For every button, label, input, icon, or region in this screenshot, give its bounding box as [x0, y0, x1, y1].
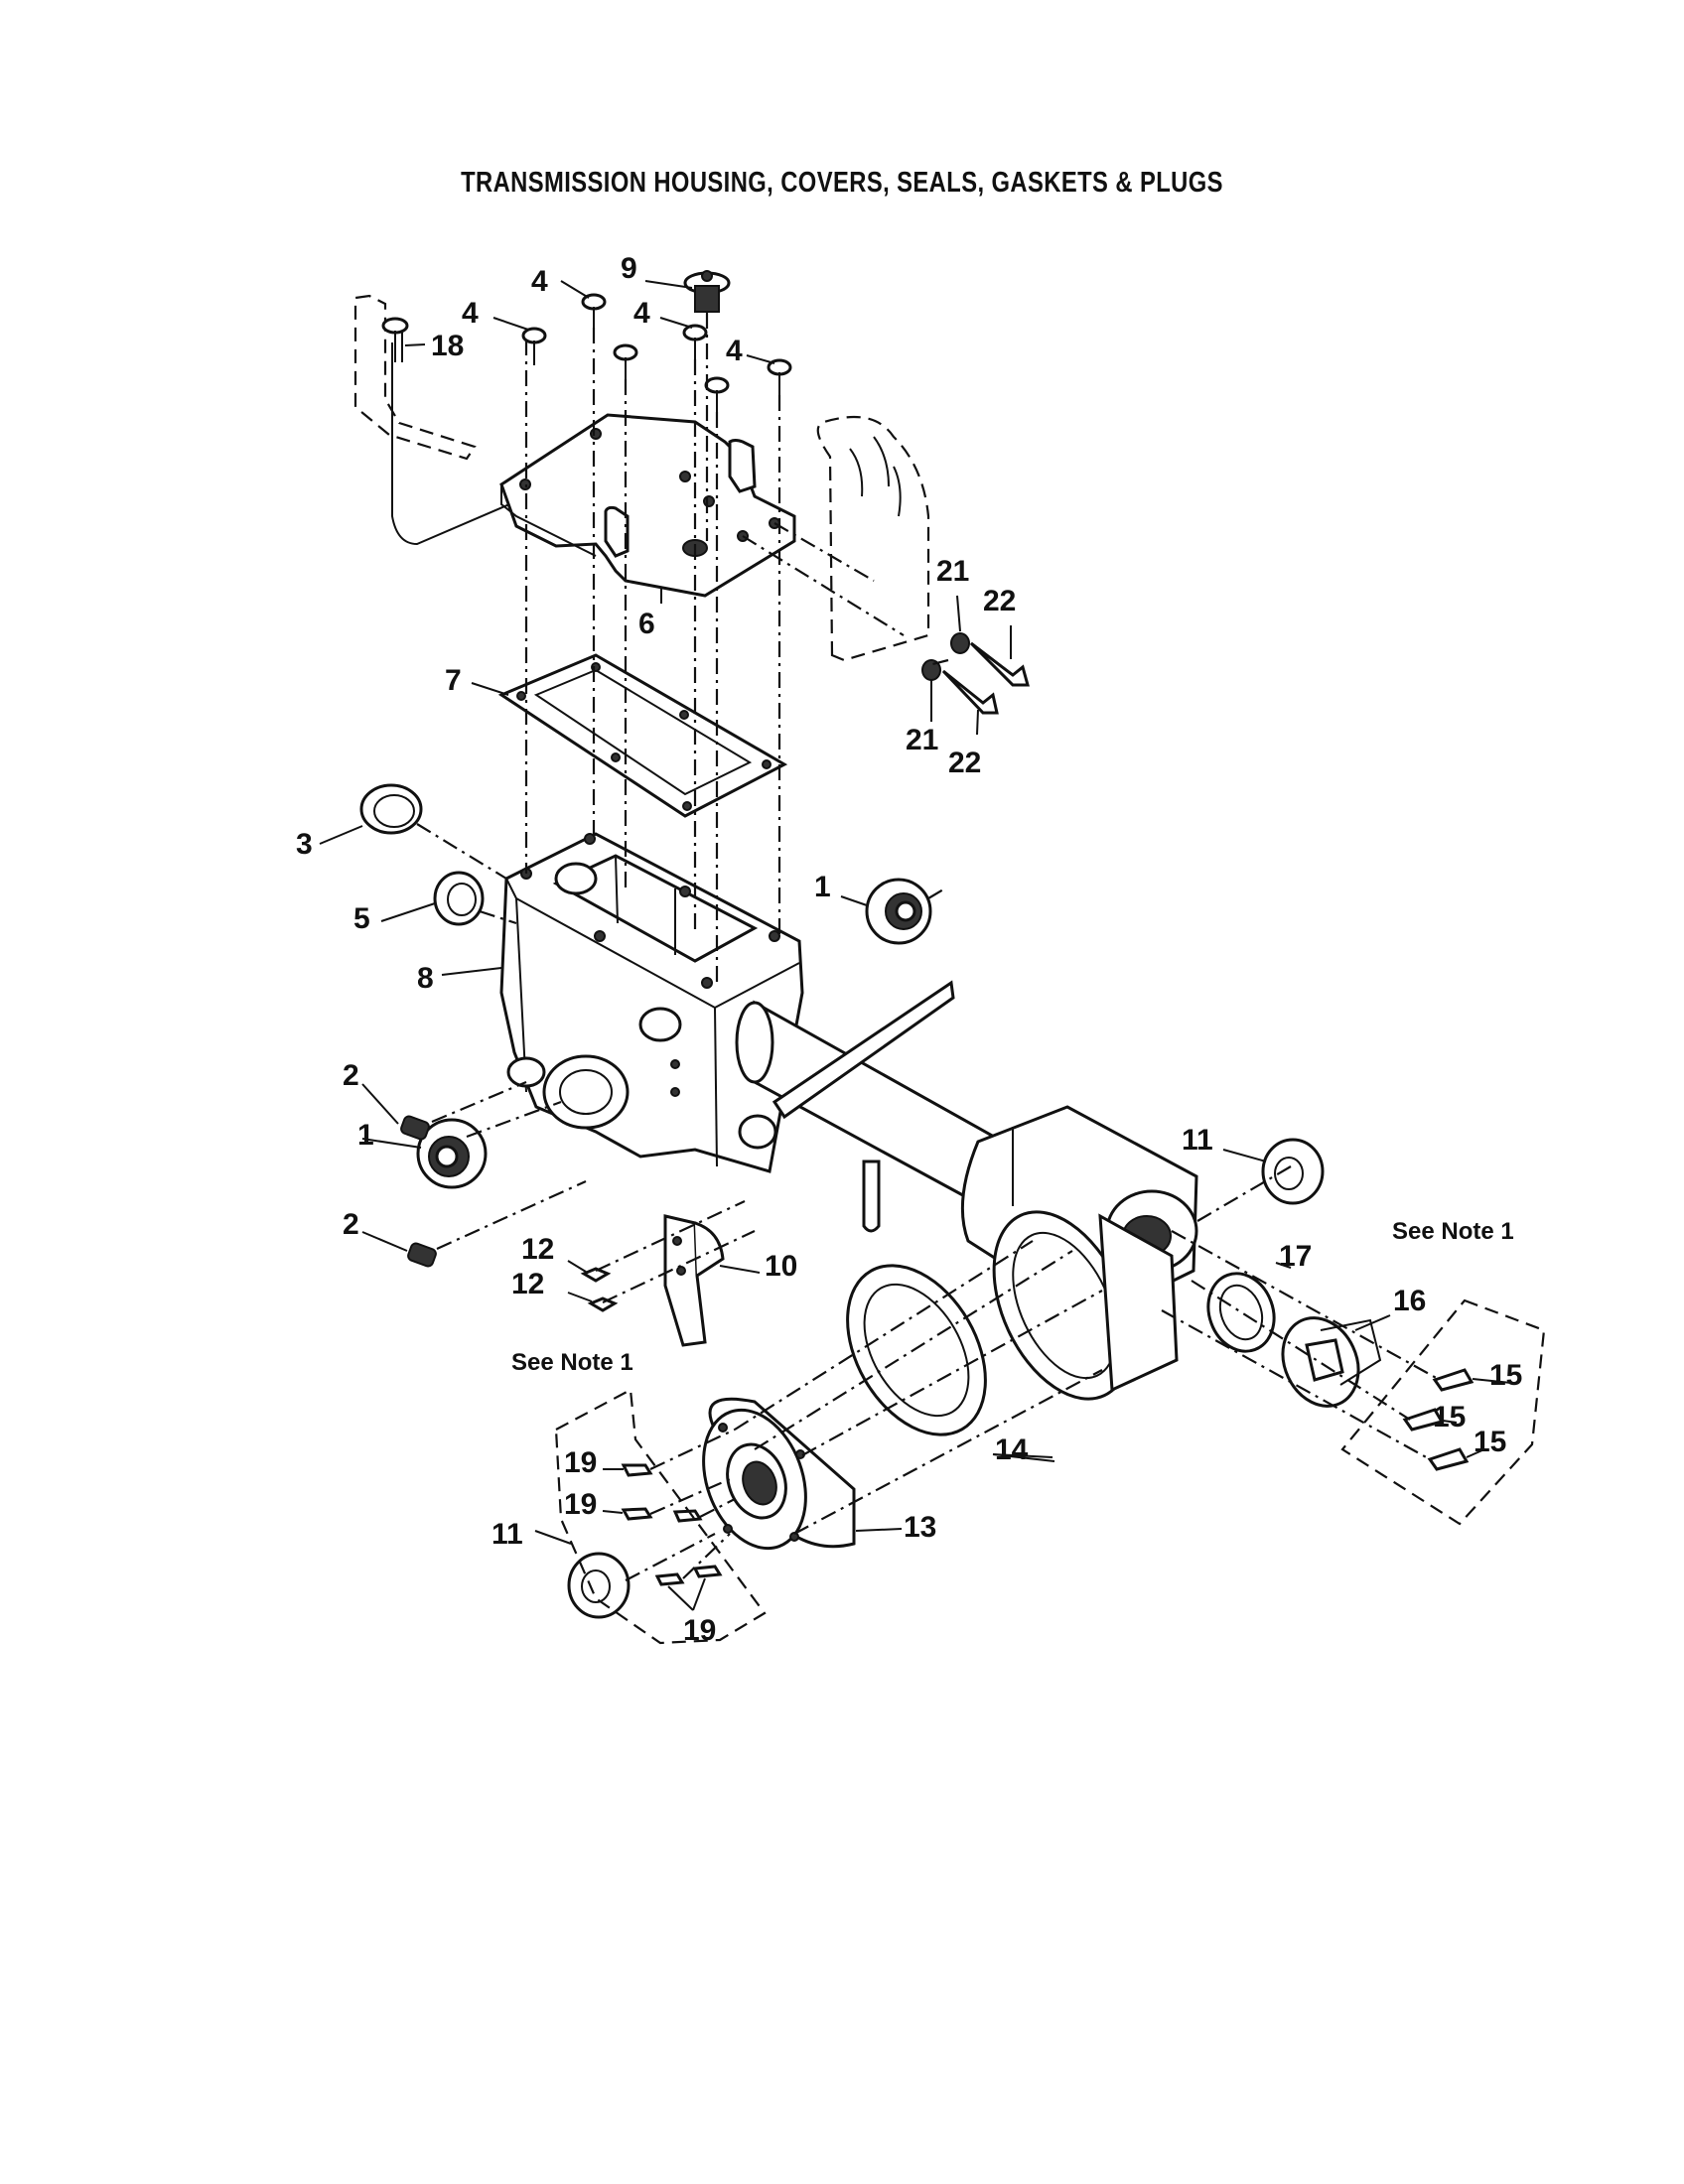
callout-3: 3 [296, 828, 313, 861]
breather-9 [683, 270, 731, 313]
callout-19: 19 [564, 1446, 597, 1479]
callout-6: 6 [638, 608, 655, 640]
callout-1: 1 [357, 1119, 374, 1152]
callout-13: 13 [904, 1511, 936, 1544]
bracket-outline-18 [353, 294, 517, 546]
screw-18 [381, 317, 409, 362]
washers-21 [921, 632, 970, 681]
callout-9: 9 [621, 252, 637, 285]
bearing-1-upper [865, 878, 932, 945]
seal-11-left [567, 1552, 631, 1619]
callout-21: 21 [936, 555, 969, 588]
screws-4 [521, 293, 792, 415]
seal-5 [433, 871, 485, 926]
callout-12: 12 [511, 1268, 544, 1300]
callout-12: 12 [521, 1233, 554, 1266]
explosion-lines [416, 313, 1441, 1581]
plug-2-lower [407, 1242, 437, 1268]
callout-4: 4 [633, 297, 650, 330]
callout-19: 19 [564, 1488, 597, 1521]
callout-11: 11 [491, 1518, 523, 1551]
seal-11-right [1261, 1138, 1325, 1205]
callout-15: 15 [1433, 1401, 1466, 1433]
note-label-left: See Note 1 [511, 1349, 633, 1376]
top-cover-6 [499, 413, 796, 598]
end-cover-13 [702, 1397, 856, 1551]
callout-10: 10 [765, 1250, 797, 1283]
callout-22: 22 [983, 585, 1016, 617]
callout-5: 5 [353, 902, 370, 935]
callout-15: 15 [1489, 1359, 1522, 1392]
callout-4: 4 [462, 297, 479, 330]
diagram-title: TRANSMISSION HOUSING, COVERS, SEALS, GAS… [461, 167, 1223, 199]
callout-11: 11 [1182, 1124, 1213, 1157]
callout-15: 15 [1474, 1426, 1506, 1458]
callout-7: 7 [445, 664, 462, 697]
callout-14: 14 [995, 1433, 1029, 1466]
callout-4: 4 [726, 335, 743, 367]
gasket-7 [497, 653, 788, 818]
transmission-housing-8 [499, 832, 804, 1173]
gasket-14 [846, 1264, 987, 1436]
callout-1: 1 [814, 871, 831, 903]
bolts-22 [941, 641, 1030, 715]
callout-2: 2 [343, 1208, 359, 1241]
callout-labels: 18 4 4 9 4 4 6 7 21 22 21 22 3 5 8 1 2 1… [296, 252, 1522, 1647]
callout-21: 21 [906, 724, 938, 756]
callout-19: 19 [683, 1614, 716, 1647]
note-box-left [554, 1388, 767, 1645]
screws-15 [1402, 1368, 1474, 1471]
callout-17: 17 [1279, 1240, 1312, 1273]
screws-12 [580, 1267, 619, 1312]
gasket-17 [1206, 1272, 1276, 1353]
plug-2-upper [400, 1115, 430, 1141]
callout-16: 16 [1393, 1285, 1426, 1317]
note-box-right [1340, 1298, 1546, 1526]
screws-19 [621, 1463, 723, 1586]
callout-18: 18 [431, 330, 464, 362]
bracket-10 [663, 1214, 725, 1347]
callout-4: 4 [531, 265, 548, 298]
callout-8: 8 [417, 962, 434, 995]
seal-3 [359, 783, 423, 835]
callout-2: 2 [343, 1059, 359, 1092]
leader-lines [319, 280, 1512, 1611]
shroud-panel-outline [816, 415, 930, 662]
callout-22: 22 [948, 747, 981, 779]
note-label-right: See Note 1 [1392, 1218, 1514, 1245]
gear-housing-flange [992, 1210, 1179, 1401]
